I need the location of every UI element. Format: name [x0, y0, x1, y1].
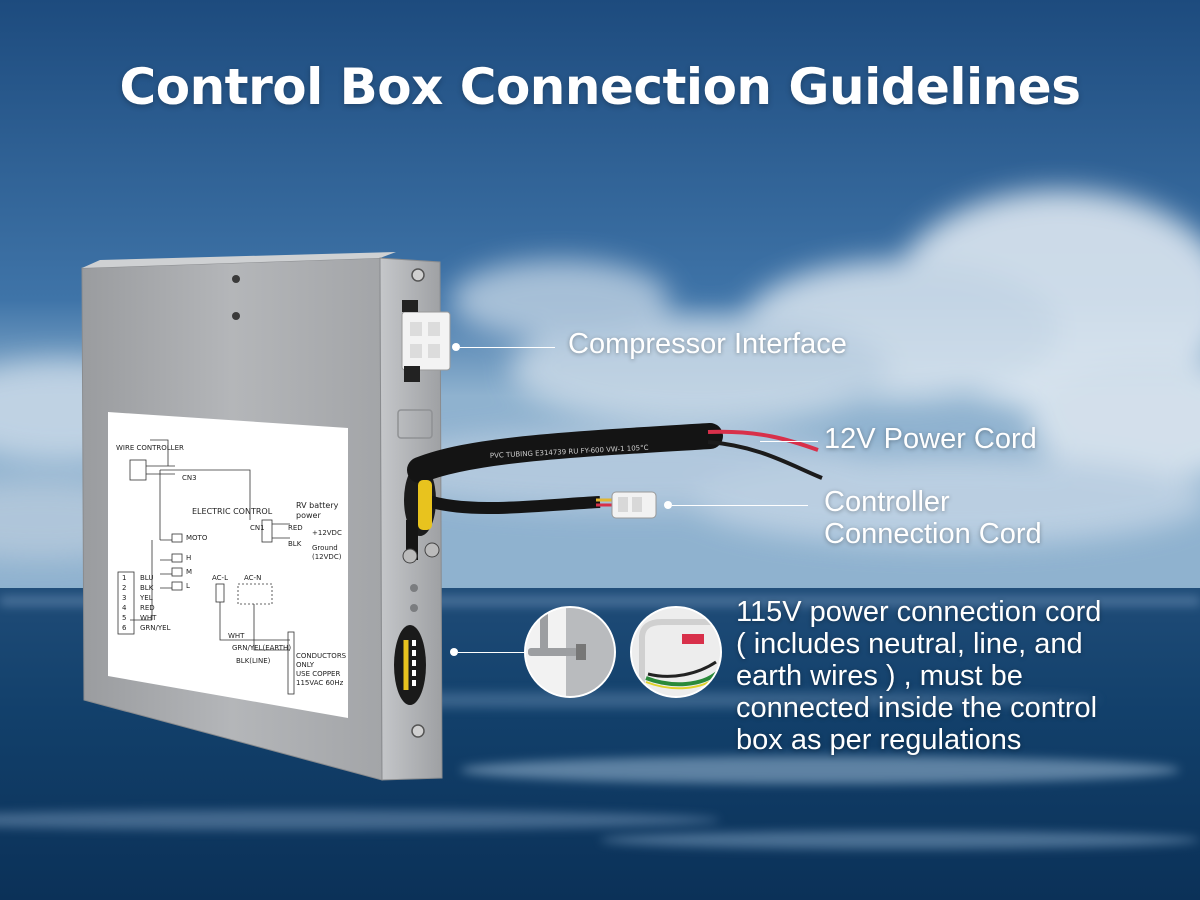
page-title: Control Box Connection Guidelines [119, 58, 1081, 116]
svg-text:RED: RED [288, 524, 303, 532]
svg-text:WIRE CONTROLLER: WIRE CONTROLLER [116, 444, 184, 452]
screw-icon [232, 275, 240, 283]
svg-text:YEL: YEL [139, 594, 153, 602]
box-top-edge [82, 252, 396, 268]
svg-text:4: 4 [122, 604, 127, 612]
callout-line [760, 441, 818, 442]
svg-text:WHT: WHT [228, 632, 245, 640]
compressor-connector [401, 311, 451, 371]
power-cord-12v-label: 12V Power Cord [824, 423, 1037, 455]
svg-text:(12VDC): (12VDC) [312, 553, 342, 561]
compressor-interface-label: Compressor Interface [568, 328, 847, 360]
svg-text:MOTO: MOTO [186, 534, 208, 542]
svg-text:+12VDC: +12VDC [312, 529, 342, 537]
svg-text:AC-N: AC-N [244, 574, 261, 582]
screw-icon [232, 312, 240, 320]
screwdriver-inset-photo [524, 606, 616, 698]
screw-icon [410, 604, 418, 612]
svg-text:RED: RED [140, 604, 155, 612]
svg-text:3: 3 [122, 594, 126, 602]
callout-dot [664, 501, 672, 509]
main-cable [407, 423, 723, 483]
svg-text:BLK: BLK [288, 540, 302, 548]
svg-text:115VAC 60Hz: 115VAC 60Hz [296, 679, 344, 687]
svg-text:CN1: CN1 [250, 524, 265, 532]
svg-text:Ground: Ground [312, 544, 338, 552]
callout-line [458, 652, 524, 653]
svg-text:WHT: WHT [140, 614, 157, 622]
svg-text:USE COPPER: USE COPPER [296, 670, 340, 678]
svg-text:5: 5 [122, 614, 126, 622]
svg-text:2: 2 [122, 584, 126, 592]
svg-text:power: power [296, 511, 321, 520]
callout-line [460, 347, 555, 348]
svg-text:ONLY: ONLY [296, 661, 315, 669]
svg-text:RV battery: RV battery [296, 501, 339, 510]
screw-icon [411, 724, 425, 738]
svg-text:M: M [186, 568, 192, 576]
wiring-diagram-label: WIRE CONTROLLER CN3 ELECTRIC CONTROL RV … [108, 412, 348, 718]
controller-cord-label: Controller Connection Cord [824, 486, 1042, 550]
svg-text:BLK(LINE): BLK(LINE) [236, 657, 271, 665]
svg-text:CN3: CN3 [182, 474, 197, 482]
svg-text:BLK: BLK [140, 584, 154, 592]
screw-icon [410, 584, 418, 592]
svg-text:AC-L: AC-L [212, 574, 228, 582]
svg-text:1: 1 [122, 574, 126, 582]
callout-line [672, 505, 808, 506]
svg-text:6: 6 [122, 624, 127, 632]
svg-text:BLU: BLU [140, 574, 153, 582]
svg-text:H: H [186, 554, 191, 562]
callout-dot [450, 648, 458, 656]
callout-dot [452, 343, 460, 351]
svg-text:GRN/YEL: GRN/YEL [140, 624, 171, 632]
power-knockout [394, 625, 426, 705]
screw-icon [411, 268, 425, 282]
svg-text:GRN/YEL(EARTH): GRN/YEL(EARTH) [232, 644, 291, 652]
svg-text:CONDUCTORS: CONDUCTORS [296, 652, 347, 660]
controller-cable [423, 494, 601, 515]
wiring-inset-photo [630, 606, 722, 698]
power-cord-115v-label: 115V power connection cord ( includes ne… [736, 596, 1102, 756]
svg-text:L: L [186, 582, 190, 590]
svg-text:ELECTRIC CONTROL: ELECTRIC CONTROL [192, 507, 273, 516]
